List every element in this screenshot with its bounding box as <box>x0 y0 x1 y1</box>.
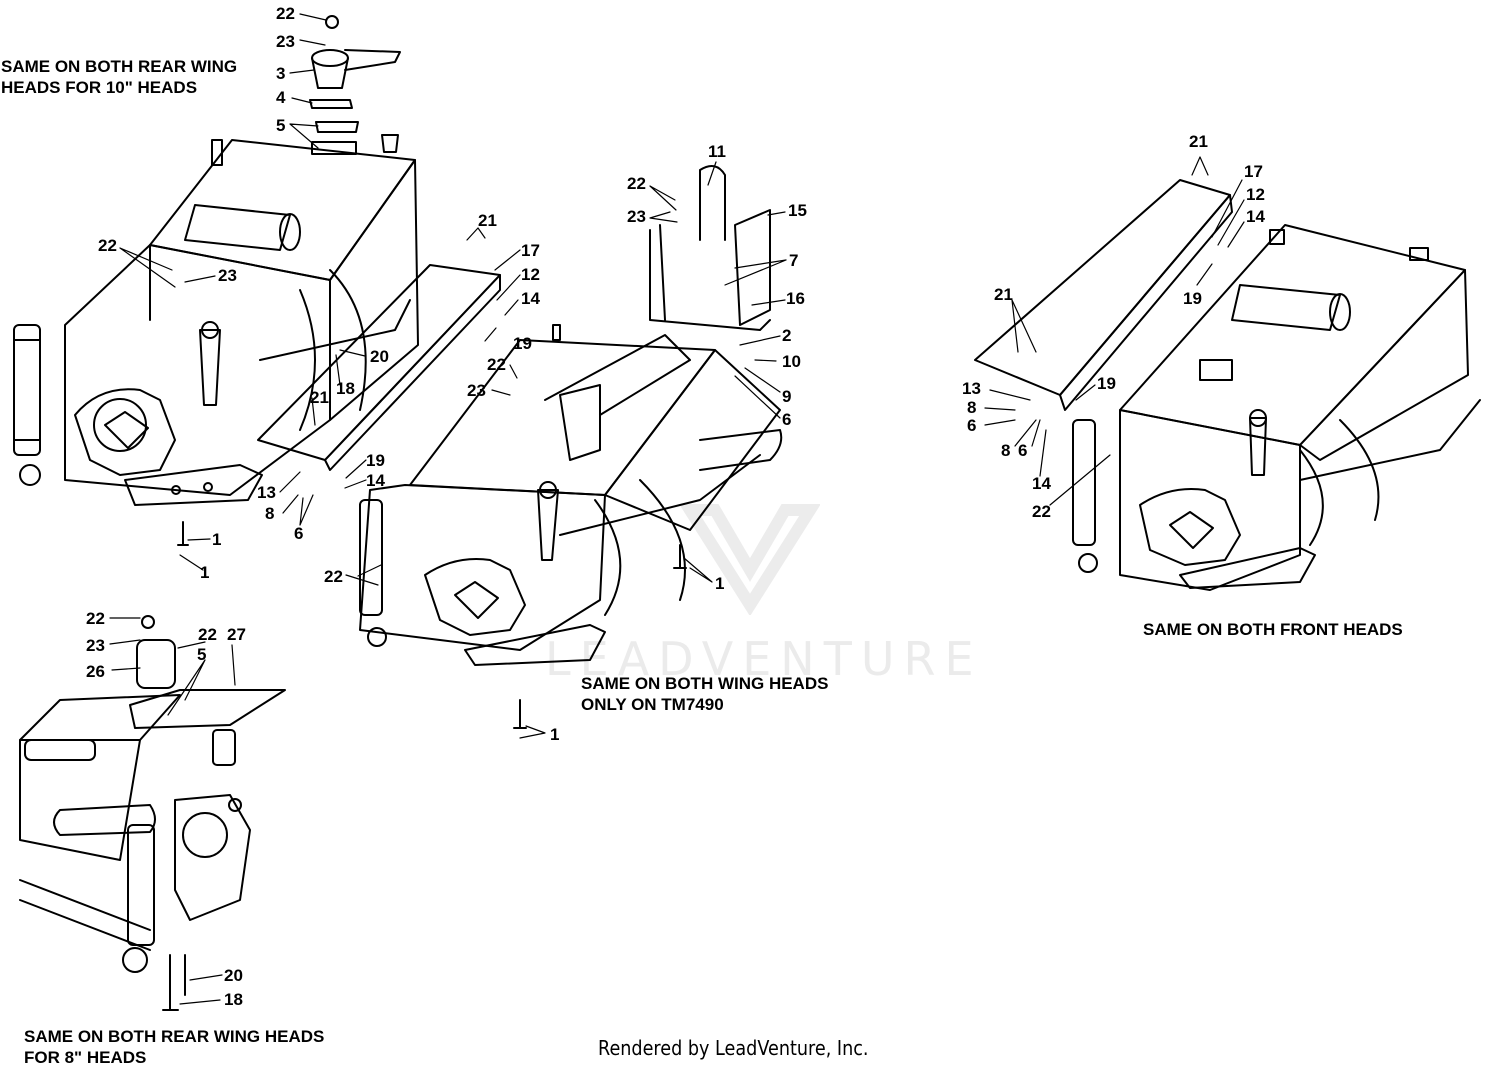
callout-1: 1 <box>550 725 560 744</box>
callout-19: 19 <box>1183 289 1202 308</box>
callout-7: 7 <box>789 251 799 270</box>
callout-13: 13 <box>962 379 981 398</box>
callout-16: 16 <box>786 289 805 308</box>
callout-20: 20 <box>370 347 389 366</box>
callout-15: 15 <box>788 201 807 220</box>
callout-18: 18 <box>336 379 355 398</box>
callout-14: 14 <box>521 289 540 308</box>
note-wing-heads: SAME ON BOTH WING HEADS ONLY ON TM7490 <box>581 674 829 714</box>
callout-23: 23 <box>276 32 295 51</box>
callout-21: 21 <box>478 211 497 230</box>
callout-17: 17 <box>1244 162 1263 181</box>
callout-22: 22 <box>98 236 117 255</box>
callout-18: 18 <box>224 990 243 1009</box>
callout-19: 19 <box>366 451 385 470</box>
callout-11: 11 <box>708 142 726 161</box>
callout-27: 27 <box>227 625 246 644</box>
callout-8: 8 <box>265 504 275 523</box>
callout-22: 22 <box>1032 502 1051 521</box>
callout-23: 23 <box>218 266 237 285</box>
callout-19: 19 <box>513 334 532 353</box>
note-rear-wing-10in: SAME ON BOTH REAR WING HEADS FOR 10" HEA… <box>1 57 238 97</box>
callout-5: 5 <box>197 645 207 664</box>
rendered-by-footer: Rendered by LeadVenture, Inc. <box>598 1036 869 1060</box>
callout-19: 19 <box>1097 374 1116 393</box>
callout-3: 3 <box>276 64 286 83</box>
callout-23: 23 <box>467 381 486 400</box>
callout-12: 12 <box>1246 185 1265 204</box>
callout-6: 6 <box>294 524 304 543</box>
callout-14: 14 <box>366 471 385 490</box>
callout-17: 17 <box>521 241 540 260</box>
front-head-drawing <box>974 179 1481 591</box>
callout-2: 2 <box>782 326 792 345</box>
callout-22: 22 <box>627 174 646 193</box>
callout-10: 10 <box>782 352 801 371</box>
callout-14: 14 <box>1246 207 1265 226</box>
callout-8: 8 <box>1001 441 1011 460</box>
callout-14: 14 <box>1032 474 1051 493</box>
callout-22: 22 <box>276 4 295 23</box>
rear-wing-head-8in-drawing <box>19 615 286 1011</box>
callout-23: 23 <box>627 207 646 226</box>
callout-1: 1 <box>200 563 210 582</box>
note-front-heads: SAME ON BOTH FRONT HEADS <box>1143 620 1403 639</box>
note-rear-wing-8in: SAME ON BOTH REAR WING HEADS FOR 8" HEAD… <box>24 1027 325 1067</box>
leadventure-logo-watermark <box>680 504 820 615</box>
callout-22: 22 <box>86 609 105 628</box>
callout-6: 6 <box>782 410 792 429</box>
callout-6: 6 <box>1018 441 1028 460</box>
callout-1: 1 <box>715 574 725 593</box>
wing-head-center-drawing <box>257 165 783 729</box>
callout-22: 22 <box>324 567 343 586</box>
callout-21: 21 <box>994 285 1013 304</box>
callout-8: 8 <box>967 398 977 417</box>
callout-1: 1 <box>212 530 222 549</box>
callout-4: 4 <box>276 88 286 107</box>
callout-21: 21 <box>1189 132 1208 151</box>
callout-13: 13 <box>257 483 276 502</box>
callout-9: 9 <box>782 387 792 406</box>
callout-22: 22 <box>198 625 217 644</box>
callout-26: 26 <box>86 662 105 681</box>
callout-20: 20 <box>224 966 243 985</box>
rear-wing-head-10in-drawing <box>13 15 419 546</box>
callout-21: 21 <box>310 388 329 407</box>
callout-23: 23 <box>86 636 105 655</box>
leader-lines <box>109 13 1245 1005</box>
callout-22: 22 <box>487 355 506 374</box>
callout-12: 12 <box>521 265 540 284</box>
callout-5: 5 <box>276 116 286 135</box>
callout-6: 6 <box>967 416 977 435</box>
watermark-text: LEADVENTURE <box>545 632 983 686</box>
